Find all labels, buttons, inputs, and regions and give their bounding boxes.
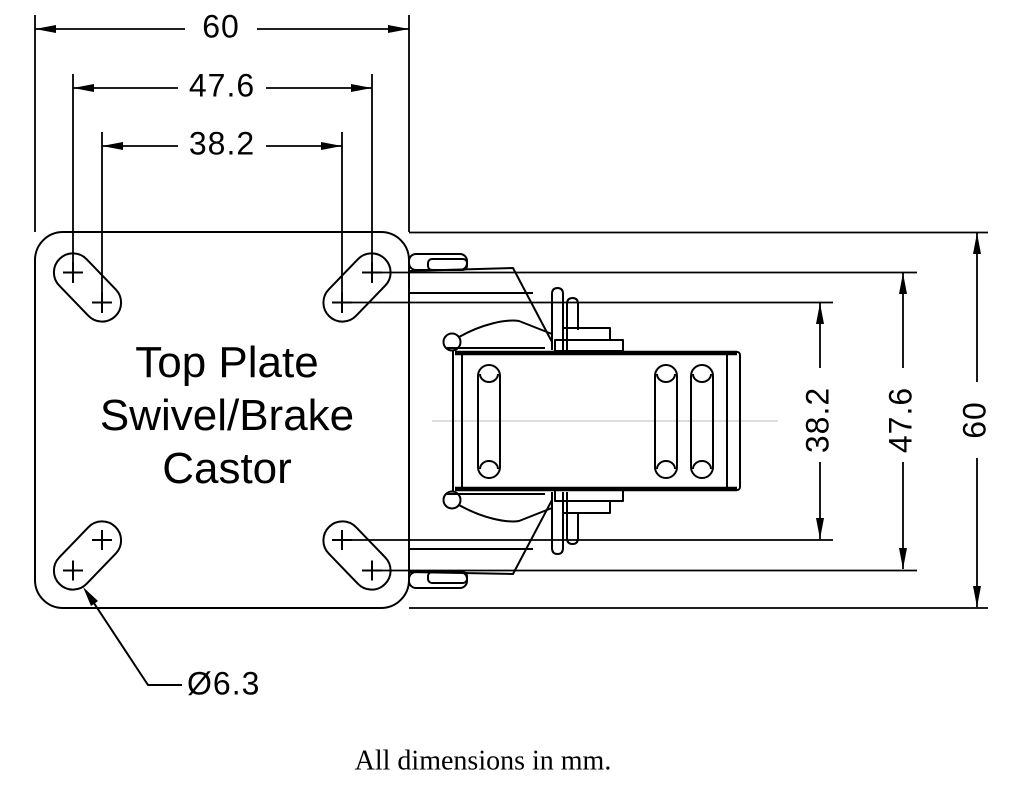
right-dimension-group: 38.2 47.6 60	[335, 231, 992, 609]
mounting-slot-top-right	[322, 252, 392, 323]
dim-text-right-47-6: 47.6	[882, 387, 918, 453]
tread-slots	[477, 364, 714, 479]
bracket-step2-top	[554, 339, 624, 352]
mounting-slots	[52, 252, 392, 591]
brake-assembly-bottom	[408, 489, 624, 589]
hole-centre-crosses	[63, 262, 382, 581]
dim-text-top-47-6: 47.6	[189, 67, 255, 103]
wheel-right-cap	[726, 351, 741, 491]
dim-text-right-38-2: 38.2	[799, 387, 835, 453]
top-dimension-group: 60 47.6 38.2	[34, 8, 410, 313]
leader-line	[85, 590, 182, 686]
plate-label-line-1: Top Plate	[135, 338, 318, 387]
kingpin-post-bottom	[551, 492, 564, 555]
dim-text-right-60: 60	[956, 401, 992, 439]
leader-arrow	[83, 587, 98, 606]
top-plate-view: Top Plate Swivel/Brake Castor	[34, 231, 410, 609]
tread-slot-2	[654, 364, 678, 479]
mounting-slot-top-left	[52, 252, 123, 323]
bracket-step2-bottom	[554, 489, 624, 502]
pedal-outline-top	[408, 267, 553, 343]
dim-text-top-38-2: 38.2	[189, 125, 255, 161]
bracket-step1-bottom	[562, 500, 611, 514]
hole-diameter-text: Ø6.3	[187, 665, 260, 701]
pedal-edge-top	[408, 253, 468, 271]
pedal-edge-bottom	[408, 571, 468, 589]
hole-diameter-callout: Ø6.3	[83, 587, 260, 701]
kingpin-post-top	[551, 287, 564, 350]
extension-lines-right	[335, 231, 988, 609]
wheel-left-end	[452, 350, 463, 492]
bracket-step1-top	[562, 327, 611, 341]
mounting-slot-bottom-left	[52, 520, 123, 591]
extension-lines-top	[34, 15, 410, 313]
tread-slot-3	[690, 364, 714, 479]
plate-outline	[34, 231, 410, 609]
tread-slot-1	[477, 364, 501, 479]
kingpin-post-inner-top	[566, 297, 579, 350]
plate-label-line-2: Swivel/Brake	[100, 391, 354, 440]
kingpin-post-inner-bottom	[566, 492, 579, 545]
fork-arm-bottom	[458, 504, 553, 523]
brake-assembly-top	[408, 253, 624, 352]
pedal-outline-bottom	[408, 499, 553, 575]
tread-slot-arcs	[479, 373, 712, 470]
axle-hook-bottom	[442, 490, 462, 510]
pedal-tread-tab-top	[427, 258, 468, 271]
fork-arm-top	[458, 319, 553, 338]
dim-text-top-60: 60	[202, 8, 240, 44]
plate-label-line-3: Castor	[162, 444, 292, 493]
dimensions-note: All dimensions in mm.	[355, 745, 612, 776]
castor-side-view	[408, 253, 778, 589]
mounting-slot-bottom-right	[322, 520, 392, 591]
